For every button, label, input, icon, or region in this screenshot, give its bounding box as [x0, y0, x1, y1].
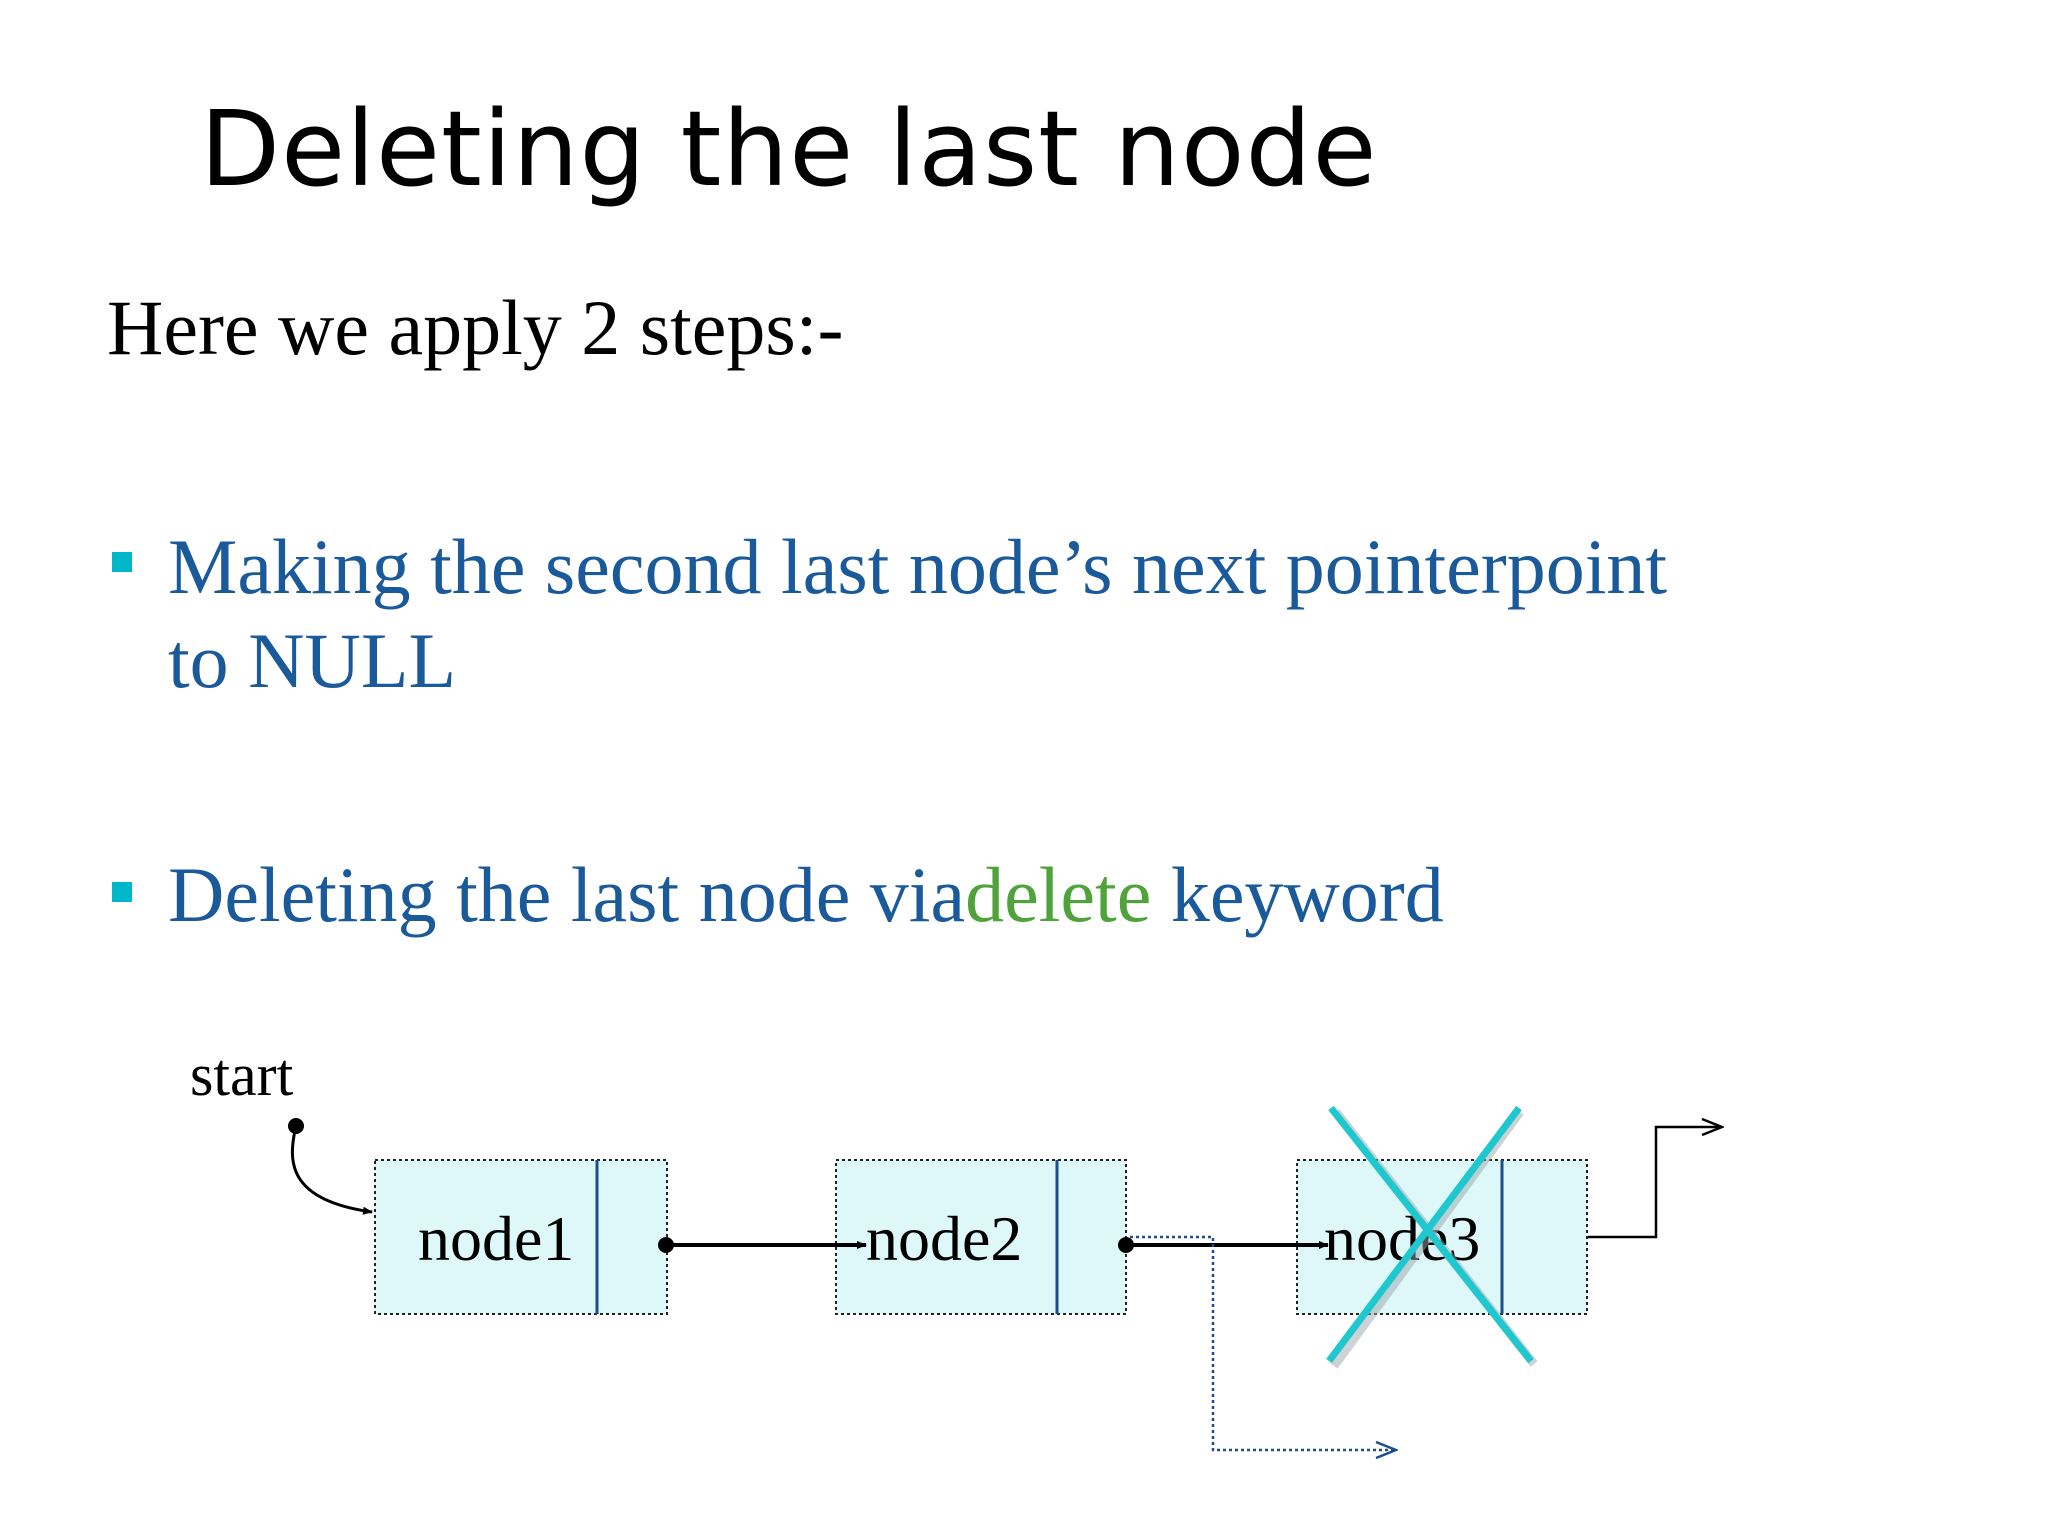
- node1-box: node1: [374, 1159, 668, 1315]
- bullet-marker: [112, 552, 132, 572]
- delete-cross-icon: [1326, 1105, 1538, 1369]
- start-label: start: [190, 1042, 294, 1108]
- intro-text: Here we apply 2 steps:-: [107, 284, 844, 371]
- node1-label: node1: [418, 1203, 574, 1274]
- node3-box: node3: [1296, 1159, 1588, 1315]
- bullet-marker: [112, 882, 132, 902]
- bullet-2-after: keyword: [1151, 851, 1444, 938]
- bullet-2-keyword: delete: [965, 851, 1152, 938]
- node2-box: node2: [835, 1159, 1127, 1315]
- start-pointer-arrow: [290, 1125, 373, 1215]
- bullet-1-text: Making the second last node’s next point…: [168, 520, 1667, 708]
- bullet-1-line2: to NULL: [168, 617, 457, 704]
- node3-next-arrow: [1588, 1127, 1722, 1239]
- node2-label: node2: [866, 1203, 1022, 1274]
- bullet-2-text: Deleting the last node viadelete keyword: [168, 848, 1444, 942]
- slide-title: Deleting the last node: [200, 88, 1378, 210]
- bullet-2-before: Deleting the last node via: [168, 851, 966, 938]
- bullet-1-line1: Making the second last node’s next point…: [168, 523, 1668, 610]
